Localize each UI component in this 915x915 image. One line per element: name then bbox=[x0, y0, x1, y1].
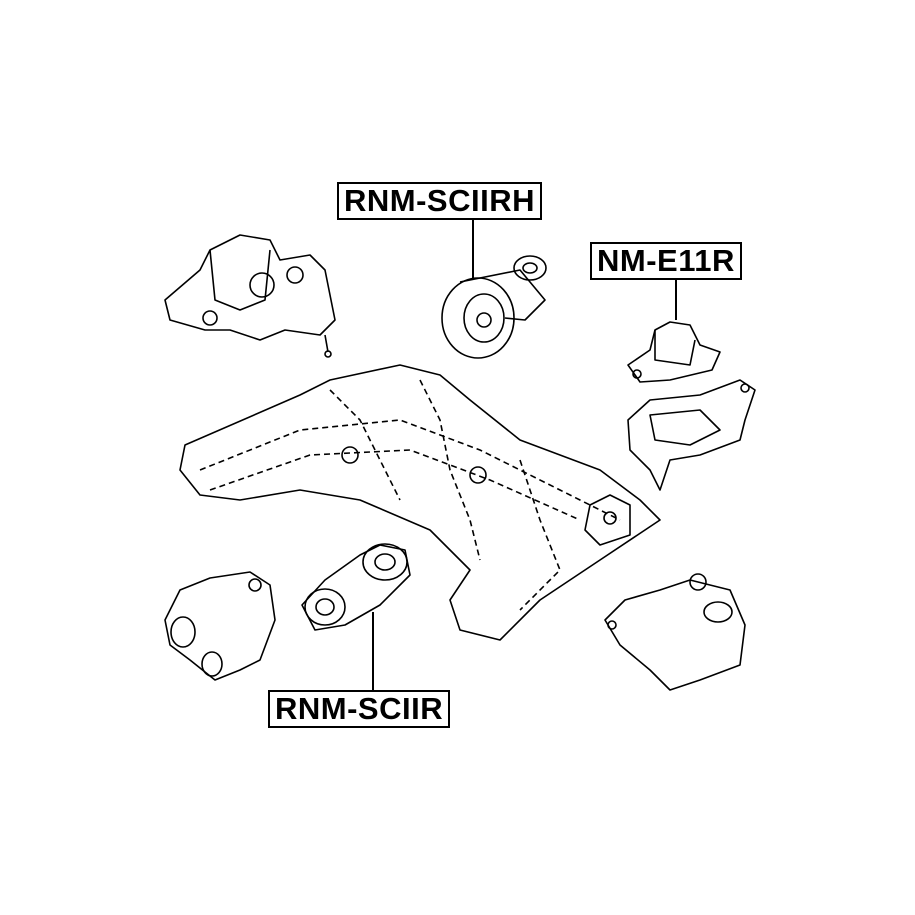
engine-mount-rnm-sciir bbox=[301, 543, 411, 631]
bracket-right bbox=[627, 379, 756, 491]
engine-mount-nm-e11r bbox=[627, 321, 721, 383]
engine-mount-rnm-sciirh bbox=[441, 255, 547, 359]
engine-mount-top-left bbox=[164, 234, 336, 358]
part-label-nm-e11r: NM-E11R bbox=[590, 242, 742, 280]
part-label-rnm-sciirh: RNM-SCIIRH bbox=[337, 182, 542, 220]
part-label-rnm-sciir: RNM-SCIIR bbox=[268, 690, 451, 728]
subframe-drawing bbox=[179, 364, 661, 641]
engine-mount-bottom-right bbox=[604, 573, 746, 691]
engine-mount-bottom-left bbox=[164, 571, 276, 681]
leader-line-nm-e11r bbox=[675, 280, 677, 320]
leader-line-rnm-sciir bbox=[372, 612, 374, 690]
leader-line-rnm-sciirh bbox=[472, 216, 474, 278]
